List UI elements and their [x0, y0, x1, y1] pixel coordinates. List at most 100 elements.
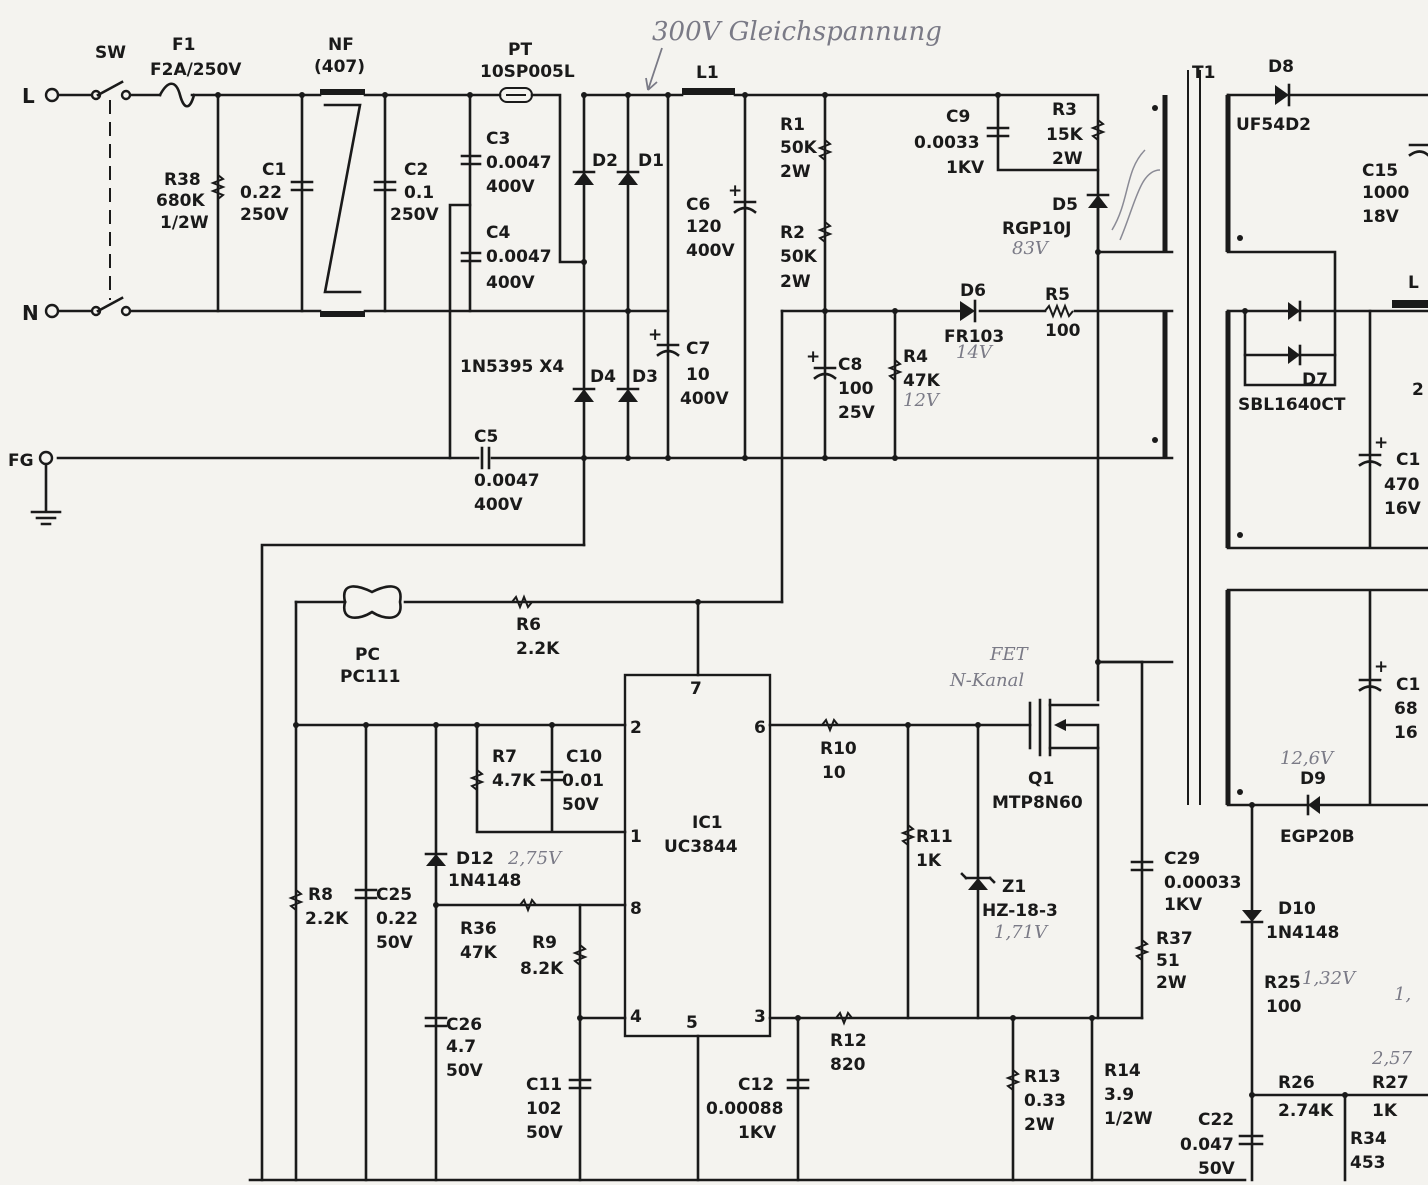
svg-text:R27: R27: [1372, 1073, 1409, 1093]
ground-terminal[interactable]: [38, 450, 54, 466]
svg-text:2W: 2W: [1052, 149, 1083, 169]
svg-text:R25: R25: [1264, 973, 1301, 993]
svg-text:D1: D1: [638, 151, 664, 171]
svg-text:16V: 16V: [1384, 499, 1422, 519]
svg-text:F2A/250V: F2A/250V: [150, 60, 242, 80]
svg-text:4.7K: 4.7K: [492, 771, 536, 791]
svg-text:1N4148: 1N4148: [1266, 923, 1339, 943]
svg-text:3: 3: [754, 1007, 766, 1027]
svg-text:C5: C5: [474, 427, 498, 447]
resistor-r26: R26 2.74K: [1278, 1073, 1334, 1121]
svg-text:2W: 2W: [1156, 973, 1187, 993]
mosfet-q1: FET N-Kanal Q1 MTP8N60: [949, 644, 1100, 813]
capacitor-c29: C29 0.00033 1KV: [1130, 849, 1241, 915]
svg-text:680K: 680K: [156, 191, 205, 211]
svg-text:R37: R37: [1156, 929, 1193, 949]
svg-text:R6: R6: [516, 615, 541, 635]
capacitor-c7: + C7 10 400V: [648, 325, 729, 409]
svg-text:C6: C6: [686, 195, 710, 215]
svg-text:D7: D7: [1302, 370, 1328, 390]
svg-text:0.0047: 0.0047: [486, 153, 552, 173]
svg-text:470: 470: [1384, 475, 1420, 495]
svg-text:C22: C22: [1198, 1110, 1234, 1130]
ground-label: FG: [8, 451, 34, 471]
svg-text:0.01: 0.01: [562, 771, 604, 791]
diode-d10: D10 1N4148: [1240, 899, 1339, 943]
svg-text:R26: R26: [1278, 1073, 1315, 1093]
svg-text:C2: C2: [404, 160, 428, 180]
power-switch: SW: [90, 43, 132, 317]
svg-text:2.2K: 2.2K: [305, 909, 349, 929]
svg-text:R2: R2: [780, 223, 805, 243]
svg-text:1,: 1,: [1394, 984, 1411, 1005]
neutral-terminal[interactable]: [44, 303, 60, 319]
resistor-r10: R10 10: [820, 718, 857, 783]
diode-d8: D8 UF54D2: [1236, 57, 1311, 135]
line-label: L: [22, 84, 35, 108]
svg-text:68: 68: [1394, 699, 1418, 719]
resistor-r25: R25 1,32V 1, 100: [1264, 968, 1411, 1017]
svg-text:C3: C3: [486, 129, 510, 149]
capacitor-c22: C22 0.047 50V: [1180, 1110, 1264, 1179]
svg-text:SBL1640CT: SBL1640CT: [1238, 395, 1346, 415]
svg-text:5: 5: [686, 1013, 698, 1033]
svg-text:R8: R8: [308, 885, 333, 905]
capacitor-c5: C5 0.0047 400V: [474, 427, 540, 515]
svg-text:1KV: 1KV: [738, 1123, 777, 1143]
transformer-t1: T1: [1152, 63, 1243, 805]
svg-text:0.047: 0.047: [1180, 1135, 1234, 1155]
svg-text:15K: 15K: [1046, 125, 1084, 145]
line-terminal[interactable]: [44, 87, 60, 103]
svg-text:0.0047: 0.0047: [486, 247, 552, 267]
capacitor-c2: C2 0.1 250V: [373, 160, 439, 225]
svg-text:C10: C10: [566, 747, 602, 767]
resistor-r14: R14 3.9 1/2W: [1104, 1061, 1153, 1129]
diode-d9: 12,6V D9 EGP20B: [1280, 748, 1355, 847]
svg-text:0.22: 0.22: [376, 909, 418, 929]
svg-text:10: 10: [822, 763, 846, 783]
svg-text:250V: 250V: [390, 205, 439, 225]
svg-text:C29: C29: [1164, 849, 1200, 869]
svg-text:2W: 2W: [1024, 1115, 1055, 1135]
svg-text:50V: 50V: [526, 1123, 564, 1143]
svg-text:400V: 400V: [486, 273, 535, 293]
resistor-r6: R6 2.2K: [511, 594, 560, 659]
svg-text:R34: R34: [1350, 1129, 1387, 1149]
svg-text:1N5395 X4: 1N5395 X4: [460, 357, 564, 377]
svg-text:D4: D4: [590, 367, 616, 387]
svg-text:R36: R36: [460, 919, 497, 939]
capacitor-c11: C11 102 50V: [526, 1075, 592, 1143]
svg-text:250V: 250V: [240, 205, 289, 225]
svg-text:400V: 400V: [474, 495, 523, 515]
svg-text:300V Gleichspannung: 300V Gleichspannung: [652, 17, 942, 47]
bridge-rectifier: D2 D1 D4 D3 1N5395 X4: [460, 151, 664, 402]
svg-text:L1: L1: [696, 63, 719, 83]
svg-text:C1: C1: [1396, 450, 1420, 470]
svg-text:2,57: 2,57: [1371, 1048, 1413, 1069]
svg-text:+: +: [1374, 433, 1388, 453]
svg-text:10SP005L: 10SP005L: [480, 62, 575, 82]
capacitor-c1-68: + C1 68 16: [1358, 657, 1420, 743]
inductor-l1: L1: [682, 63, 735, 95]
svg-text:453: 453: [1350, 1153, 1386, 1173]
resistor-r8: R8 2.2K: [288, 885, 349, 929]
capacitor-c1: C1 0.22 250V: [240, 160, 314, 225]
svg-text:Z1: Z1: [1002, 877, 1026, 897]
svg-text:10: 10: [686, 365, 710, 385]
svg-text:EGP20B: EGP20B: [1280, 827, 1355, 847]
resistor-r12: R12 820: [830, 1011, 867, 1075]
diode-d12: D12 2,75V 1N4148: [424, 848, 563, 891]
svg-text:R14: R14: [1104, 1061, 1141, 1081]
svg-text:50V: 50V: [376, 933, 414, 953]
svg-text:100: 100: [1045, 321, 1081, 341]
svg-text:400V: 400V: [680, 389, 729, 409]
svg-text:8: 8: [630, 899, 642, 919]
svg-text:R38: R38: [164, 170, 201, 190]
svg-text:D12: D12: [456, 849, 494, 869]
svg-text:R7: R7: [492, 747, 517, 767]
ground-symbol: [30, 510, 62, 526]
svg-text:1: 1: [630, 827, 642, 847]
svg-text:4.7: 4.7: [446, 1037, 476, 1057]
svg-text:3.9: 3.9: [1104, 1085, 1134, 1105]
